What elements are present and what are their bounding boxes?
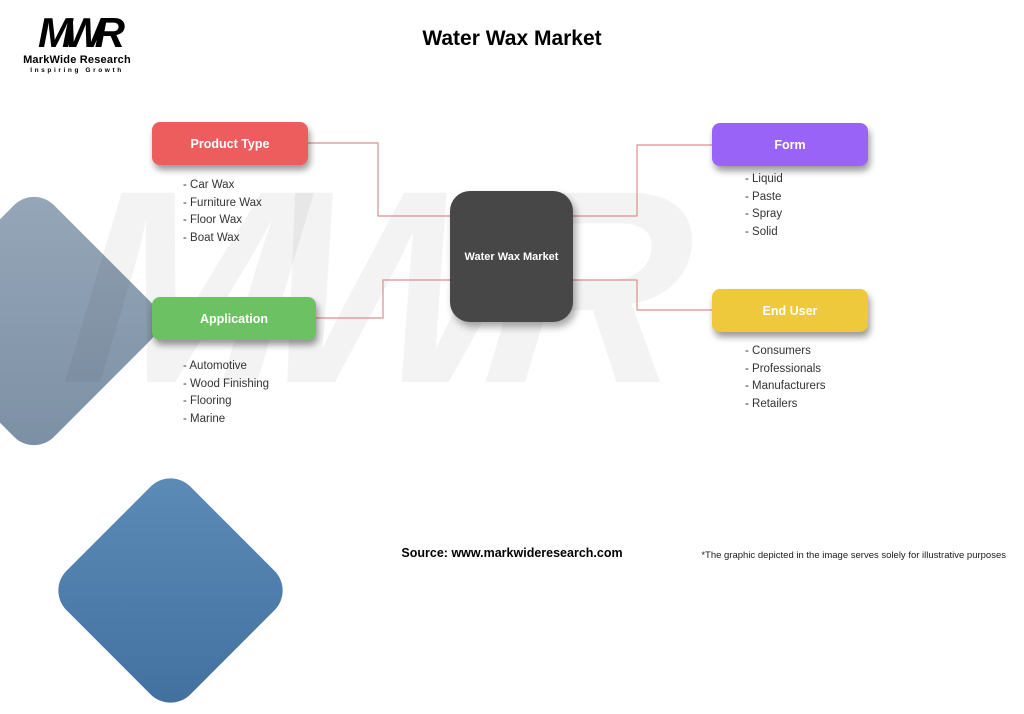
center-node-label: Water Wax Market [464,250,559,263]
source-line: Source: www.markwideresearch.com [0,546,1024,560]
logo-tagline: Inspiring Growth [30,67,124,74]
segment-list-application: - Automotive - Wood Finishing - Flooring - … [183,358,269,428]
segment-list-form: - Liquid - Paste - Spray - Solid [745,171,783,241]
decorative-diamond-blue [46,466,295,714]
segment-box-form: Form [712,123,868,166]
segment-list-product-type: - Car Wax - Furniture Wax - Floor Wax - Boa… [183,177,262,247]
logo: MWR MarkWide Research Inspiring Growth [22,9,132,75]
list-item: - Floor Wax [183,214,242,227]
list-item: - Marine [183,412,226,425]
source-label: Source: [401,546,448,560]
list-item: - Wood Finishing [183,377,270,390]
list-item: - Flooring [183,395,232,408]
list-item: - Paste [745,190,782,203]
segment-label-product-type: Product Type [190,136,270,151]
list-item: - Boat Wax [183,231,240,244]
list-item: - Professionals [745,362,822,375]
list-item: - Retailers [745,397,798,410]
list-item: - Furniture Wax [183,196,262,209]
list-item: - Liquid [745,173,783,185]
source-url: www.markwideresearch.com [451,546,623,560]
segment-label-application: Application [199,311,269,326]
segment-label-form: Form [774,137,806,152]
list-item: - Automotive [183,360,247,372]
list-item: - Spray [745,208,783,221]
segment-label-end-user: End User [762,303,818,318]
disclaimer-text: *The graphic depicted in the image serve… [701,550,1006,561]
list-item: - Solid [745,225,778,238]
logo-acronym: MWR [38,9,125,56]
segment-box-product-type: Product Type [152,122,308,165]
list-item: - Car Wax [183,179,235,191]
list-item: - Consumers [745,345,811,357]
segment-box-end-user: End User [712,289,868,332]
logo-name: MarkWide Research [23,54,131,66]
segment-box-application: Application [152,297,316,340]
list-item: - Manufacturers [745,380,826,393]
segment-list-end-user: - Consumers - Professionals - Manufacturer… [745,343,826,413]
center-node: Water Wax Market [450,191,573,322]
page-title: Water Wax Market [422,27,602,50]
